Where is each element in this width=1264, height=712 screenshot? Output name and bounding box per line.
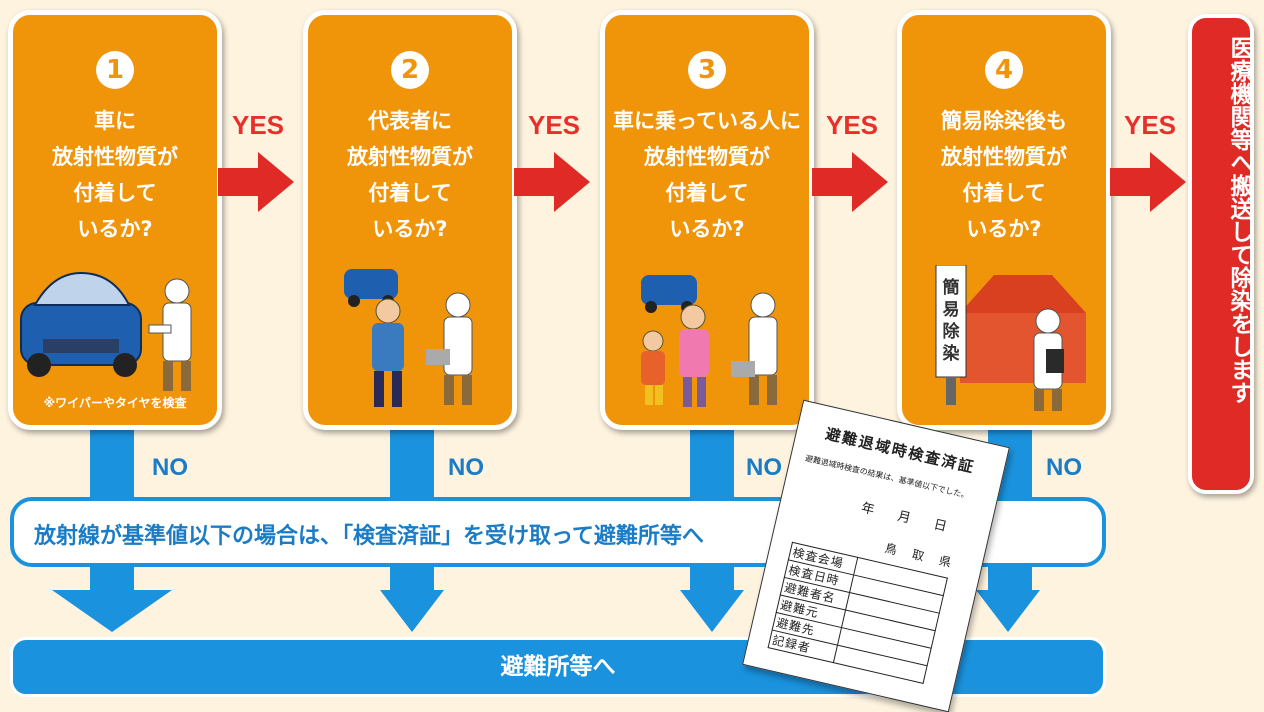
- question-line: 付着して: [368, 181, 452, 205]
- question-line: 放射性物質が: [347, 145, 473, 169]
- step-question-4: 簡易除染後も 放射性物質が 付着して いるか?: [902, 103, 1106, 247]
- representative-inspection-illustration: [344, 269, 473, 407]
- no-arrowhead-4: [976, 590, 1040, 632]
- yes-arrow-4: [1110, 152, 1186, 212]
- no-label-4: NO: [1046, 454, 1082, 481]
- question-line: 放射性物質が: [644, 145, 770, 169]
- yes-arrow-2: [514, 152, 590, 212]
- step-question-2: 代表者に 放射性物質が 付着して いるか?: [308, 103, 512, 247]
- yes-label-4: YES: [1124, 110, 1177, 140]
- step-box-4: 4 簡易除染後も 放射性物質が 付着して いるか? 簡易除染: [897, 10, 1111, 430]
- step-box-1: 1 車に 放射性物質が 付着して いるか? ※ワイパーやタイヤを検査: [8, 10, 222, 430]
- banner-text: 放射線が基準値以下の場合は、「検査済証」を受け取って避難所等へ: [34, 524, 704, 549]
- yes-label-2: YES: [528, 110, 581, 140]
- no-arrowhead-3: [680, 590, 744, 632]
- question-line: 簡易除染後も: [941, 109, 1067, 133]
- no-arrowhead-2: [380, 590, 444, 632]
- yes-arrow-3: [812, 152, 888, 212]
- question-line: 付着して: [962, 181, 1046, 205]
- yes-arrow-1: [218, 152, 294, 212]
- yes-label-1: YES: [232, 110, 285, 140]
- question-line: いるか?: [966, 217, 1042, 241]
- car-inspection-illustration: [20, 271, 192, 391]
- question-line: 代表者に: [368, 109, 452, 133]
- yes-label-3: YES: [826, 110, 879, 140]
- passenger-inspection-illustration: [641, 275, 778, 407]
- step-number-1: 1: [96, 51, 134, 89]
- no-label-3: NO: [746, 454, 782, 481]
- question-line: いるか?: [77, 217, 153, 241]
- hospital-transfer-text: 医療機関等へ搬送して除染をします: [1226, 36, 1252, 404]
- question-line: 付着して: [665, 181, 749, 205]
- hospital-transfer-box: 医療機関等へ搬送して除染をします: [1188, 14, 1254, 494]
- question-line: 放射性物質が: [941, 145, 1067, 169]
- step-box-2: 2 代表者に 放射性物質が 付着して いるか?: [303, 10, 517, 430]
- step-box-3: 3 車に乗っている人に 放射性物質が 付着して いるか?: [600, 10, 814, 430]
- question-line: 車に乗っている人に: [613, 109, 801, 133]
- decontamination-sign: 簡易除染: [942, 278, 960, 364]
- step-note: ※ワイパーやタイヤを検査: [43, 396, 187, 410]
- step-question-3: 車に乗っている人に 放射性物質が 付着して いるか?: [605, 103, 809, 247]
- question-line: 車に: [94, 109, 136, 133]
- question-line: いるか?: [669, 217, 745, 241]
- step-question-1: 車に 放射性物質が 付着して いるか?: [13, 103, 217, 247]
- question-line: いるか?: [372, 217, 448, 241]
- decontamination-tent-illustration: [935, 265, 1086, 411]
- step-number-2: 2: [391, 51, 429, 89]
- step-number-4: 4: [985, 51, 1023, 89]
- no-label-1: NO: [152, 454, 188, 481]
- certificate-date: 年 月 日: [859, 500, 958, 538]
- step-number-3: 3: [688, 51, 726, 89]
- no-arrowhead-1: [52, 590, 172, 632]
- question-line: 付着して: [73, 181, 157, 205]
- question-line: 放射性物質が: [52, 145, 178, 169]
- no-label-2: NO: [448, 454, 484, 481]
